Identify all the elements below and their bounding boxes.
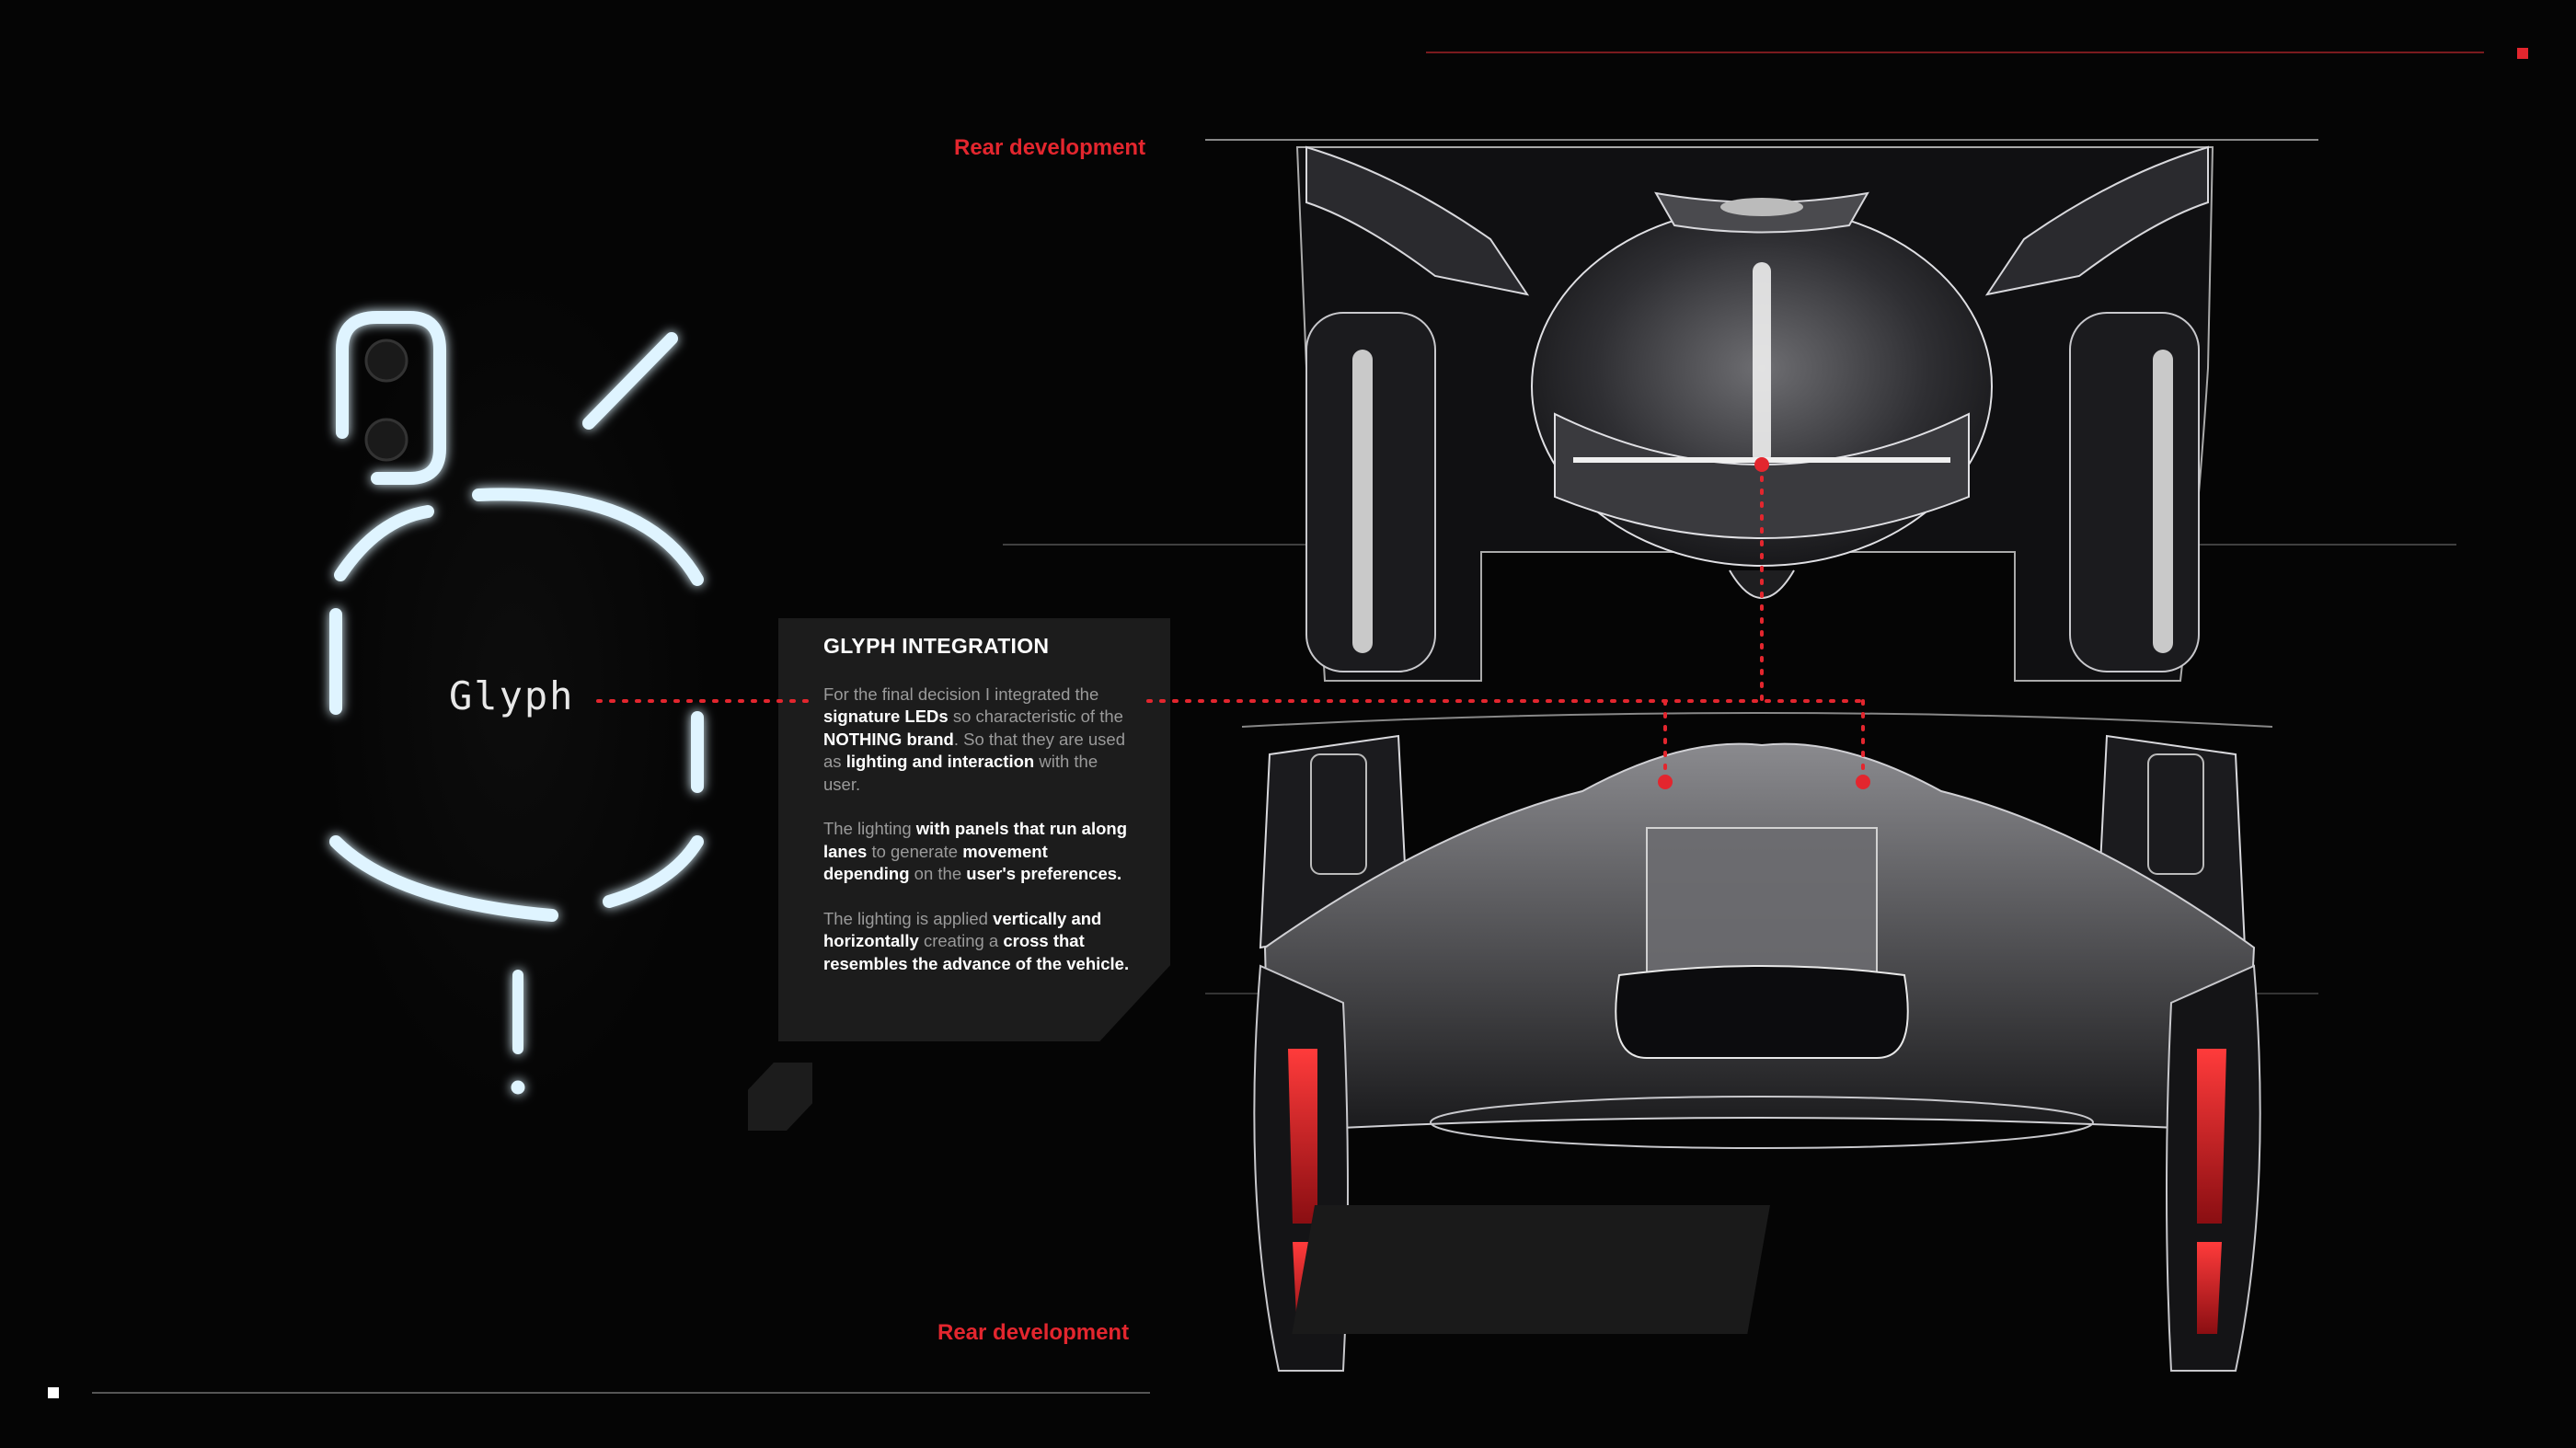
p2-text-3: on the [909, 864, 967, 883]
p1-text-3: . So that they are used as [823, 729, 1125, 772]
p2-bold-2: movement depending [823, 841, 1048, 884]
paragraph-2: The lighting with panels that run along … [823, 818, 1136, 886]
p2-text-2: to generate [867, 841, 963, 861]
section-heading: GLYPH INTEGRATION [823, 634, 1050, 658]
p3-text-2: creating a [918, 931, 1004, 950]
p2-bold-3: user's preferences. [966, 864, 1122, 883]
rear-development-title-top: Rear development [954, 135, 1146, 160]
corner-square-white [48, 1387, 59, 1398]
p3-bold-1: vertically and horizontally [823, 908, 1102, 951]
corner-square-red [2517, 48, 2528, 59]
rear-development-title-bottom: Rear development [937, 1320, 1130, 1345]
text-panel-bg [778, 618, 1170, 1041]
p1-text-2: so characteristic of the [948, 707, 1123, 726]
car-top-sketch [1205, 712, 2318, 1372]
paragraph-1: For the final decision I integrated the … [823, 684, 1136, 797]
p1-bold-1: signature LEDs [823, 707, 949, 726]
glyph-label: Glyph [449, 673, 575, 718]
car-rear-sketch [1003, 139, 2456, 682]
p2-text-1: The lighting [823, 819, 916, 838]
p2-bold-1: with panels that run along lanes [823, 819, 1127, 861]
p3-text-1: The lighting is applied [823, 908, 994, 928]
paragraph-3: The lighting is applied vertically and h… [823, 908, 1136, 976]
p1-bold-3: lighting and interaction [845, 752, 1035, 771]
p1-text-1: For the final decision I integrated the [823, 684, 1099, 704]
p1-text-4: with the user. [823, 752, 1098, 794]
p1-bold-2: NOTHING brand [823, 729, 954, 749]
glyph-integration-text: GLYPH INTEGRATION For the final decision… [823, 635, 1136, 997]
p3-bold-2: cross that resembles the advance of the … [823, 931, 1130, 973]
